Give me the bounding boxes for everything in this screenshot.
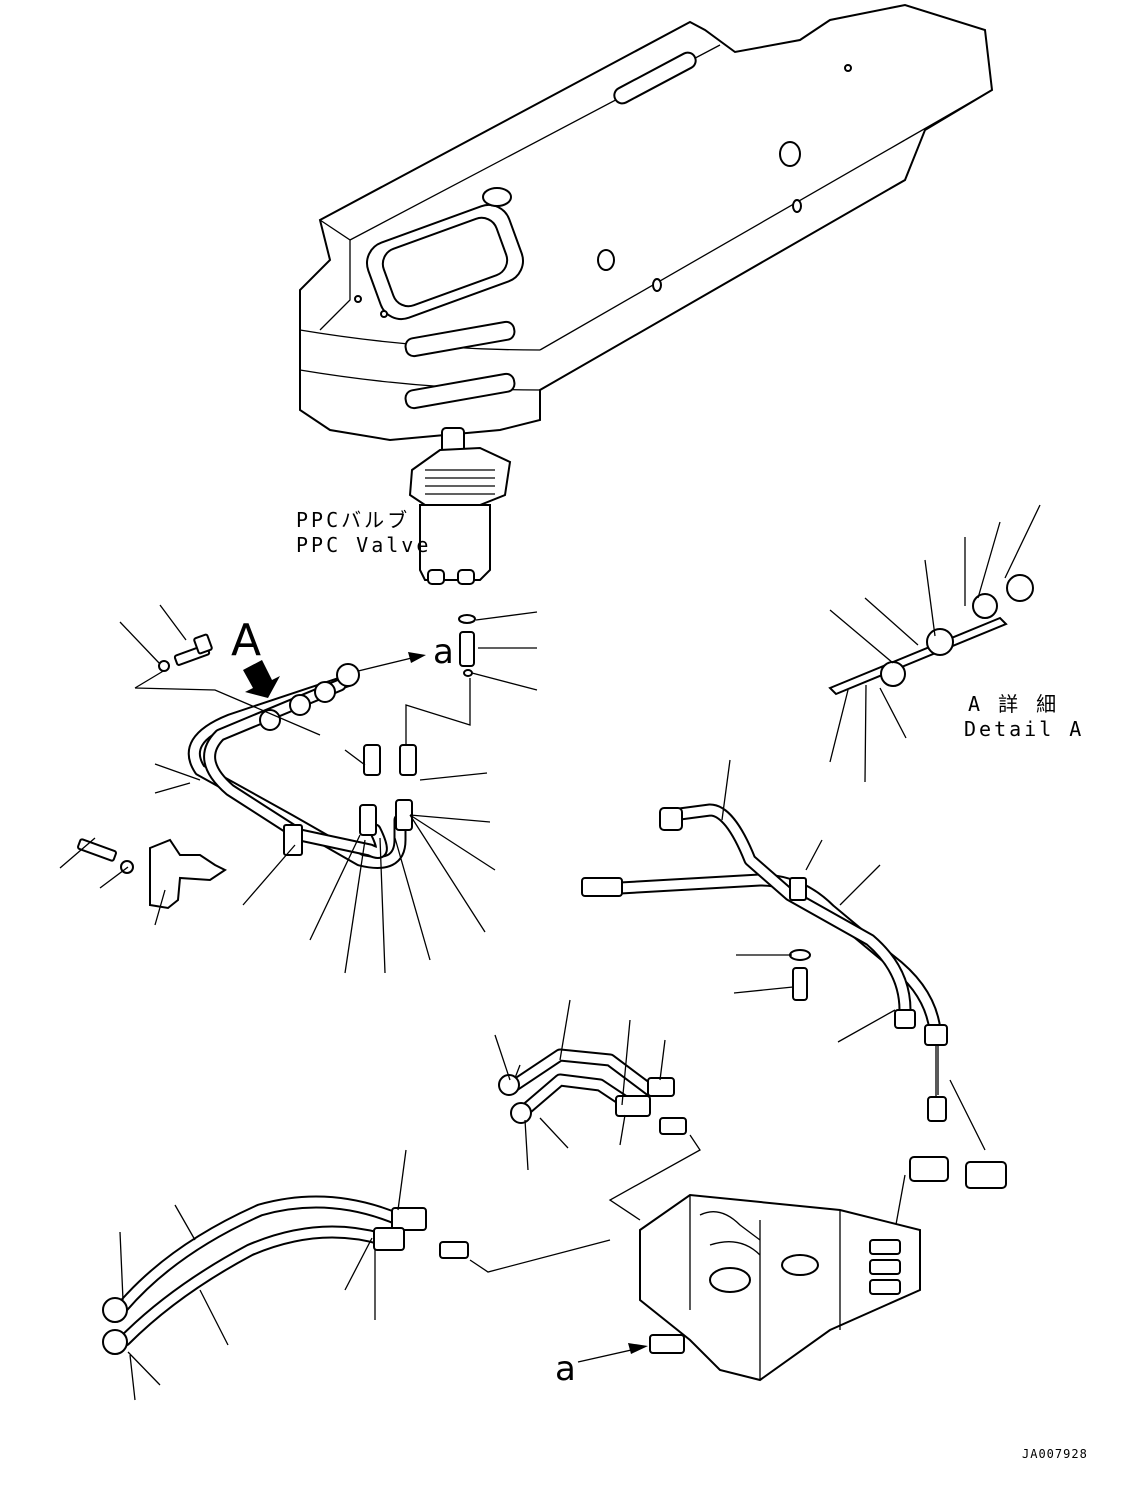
short-hose-pair [494, 999, 675, 1171]
ppc-valve-label-en: PPC Valve [296, 533, 431, 557]
mounting-bracket [76, 838, 227, 910]
arrow-right-icon [408, 652, 426, 663]
arrow-down-right-icon [243, 660, 280, 698]
ppc-valve-label-jp: PPCバルブ [296, 508, 410, 532]
left-hose-harness [134, 633, 417, 869]
view-marker-a: A [231, 615, 280, 698]
detail-a: A 詳 細 Detail A [828, 504, 1084, 783]
detail-a-label-jp: A 詳 細 [968, 692, 1059, 716]
console-frame [299, 3, 994, 442]
arrow-right-icon [628, 1343, 648, 1354]
left-leader-lines [59, 604, 496, 974]
valve-fittings [405, 611, 538, 760]
control-valve [639, 1193, 921, 1382]
right-hose-harness [581, 759, 948, 1100]
connection-ref-bottom-letter: a [555, 1349, 576, 1389]
adapter-fittings [439, 1045, 1007, 1273]
ppc-valve: PPCバルブ PPC Valve [296, 427, 512, 585]
connection-ref-bottom: a [555, 1343, 648, 1389]
detail-a-label-en: Detail A [964, 717, 1084, 741]
drawing-code: JA007928 [1022, 1447, 1088, 1461]
view-marker-letter: A [231, 615, 261, 666]
connection-ref-top-letter: a [433, 632, 454, 672]
long-hose-pair [102, 1149, 427, 1401]
connection-ref-top: a [349, 632, 454, 674]
